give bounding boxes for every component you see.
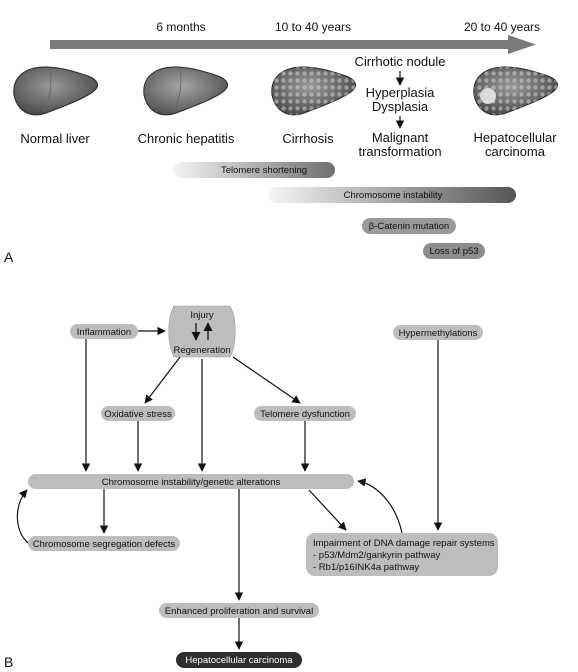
liver-hcc-image <box>473 66 559 116</box>
hypermethylations-node: Hypermethylations <box>393 325 483 340</box>
chromosome-instability-node: Chromosome instability/genetic alteratio… <box>28 474 354 489</box>
dna-repair-p53-pathway: - p53/Mdm2/gankyrin pathway <box>313 550 441 561</box>
tumor-nodule-icon <box>480 88 496 104</box>
timeline-arrow <box>50 35 536 54</box>
oxidative-stress-label: Oxidative stress <box>104 409 172 420</box>
hypermethylations-label: Hypermethylations <box>399 328 478 339</box>
stage-hcc-line2: carcinoma <box>485 144 546 159</box>
bar-p53-label: Loss of p53 <box>429 246 478 257</box>
arrow-regeneration-to-oxidative <box>144 356 181 404</box>
liver-cirrhosis-image <box>271 66 357 116</box>
dna-repair-title: Impairment of DNA damage repair systems <box>313 538 495 549</box>
liver-normal-image <box>13 66 99 116</box>
panel-label-b: B <box>4 654 13 670</box>
timeline-label-6-months: 6 months <box>156 20 205 34</box>
arrow-chromosome-to-dna-repair <box>308 489 347 531</box>
dna-repair-node: Impairment of DNA damage repair systems … <box>306 533 498 576</box>
bar-chromosome-instability: Chromosome instability <box>268 187 516 203</box>
bar-catenin-mutation: β-Catenin mutation <box>362 218 456 234</box>
hcc-node: Hepatocellular carcinoma <box>176 652 302 668</box>
dna-repair-rb1-pathway: - Rb1/p16INK4a pathway <box>313 562 419 573</box>
stage-hcc-line1: Hepatocellular <box>473 130 557 145</box>
timeline-label-10-40-years: 10 to 40 years <box>275 20 351 34</box>
proliferation-node: Enhanced proliferation and survival <box>159 603 319 618</box>
stage-malignant-line1: Malignant <box>372 130 429 145</box>
chromosome-instability-label: Chromosome instability/genetic alteratio… <box>102 477 281 488</box>
injury-label: Injury <box>190 310 213 321</box>
stage-normal-liver: Normal liver <box>20 131 90 146</box>
proliferation-label: Enhanced proliferation and survival <box>165 606 313 617</box>
arrow-segregation-feedback <box>16 489 29 544</box>
telomere-dysfunction-node: Telomere dysfunction <box>254 406 356 421</box>
inflammation-node: Inflammation <box>70 324 138 339</box>
regeneration-label: Regeneration <box>173 345 230 356</box>
panel-label-a: A <box>4 249 14 265</box>
oxidative-stress-node: Oxidative stress <box>101 406 175 421</box>
stage-chronic-hepatitis: Chronic hepatitis <box>138 131 235 146</box>
bar-telomere-shortening: Telomere shortening <box>173 162 335 178</box>
arrow-dna-repair-feedback <box>357 478 403 534</box>
segregation-defects-label: Chromosome segregation defects <box>33 539 176 550</box>
step-dysplasia: Dysplasia <box>372 99 429 114</box>
injury-regeneration-box: Injury Regeneration <box>168 305 236 358</box>
hcc-label: Hepatocellular carcinoma <box>185 655 293 666</box>
stage-cirrhosis: Cirrhosis <box>282 131 334 146</box>
step-cirrhotic-nodule: Cirrhotic nodule <box>354 54 445 69</box>
telomere-dysfunction-label: Telomere dysfunction <box>260 409 350 420</box>
segregation-defects-node: Chromosome segregation defects <box>28 536 180 551</box>
step-hyperplasia: Hyperplasia <box>366 85 435 100</box>
inflammation-label: Inflammation <box>77 327 131 338</box>
bar-loss-of-p53: Loss of p53 <box>423 243 485 259</box>
bar-catenin-label: β-Catenin mutation <box>369 221 449 232</box>
bar-telomere-label: Telomere shortening <box>221 165 307 176</box>
liver-hepatitis-image <box>143 66 229 116</box>
timeline-label-20-40-years: 20 to 40 years <box>464 20 540 34</box>
stage-malignant-line2: transformation <box>358 144 441 159</box>
bar-chromosome-label: Chromosome instability <box>344 190 443 201</box>
arrow-regeneration-to-telomere <box>232 356 301 404</box>
